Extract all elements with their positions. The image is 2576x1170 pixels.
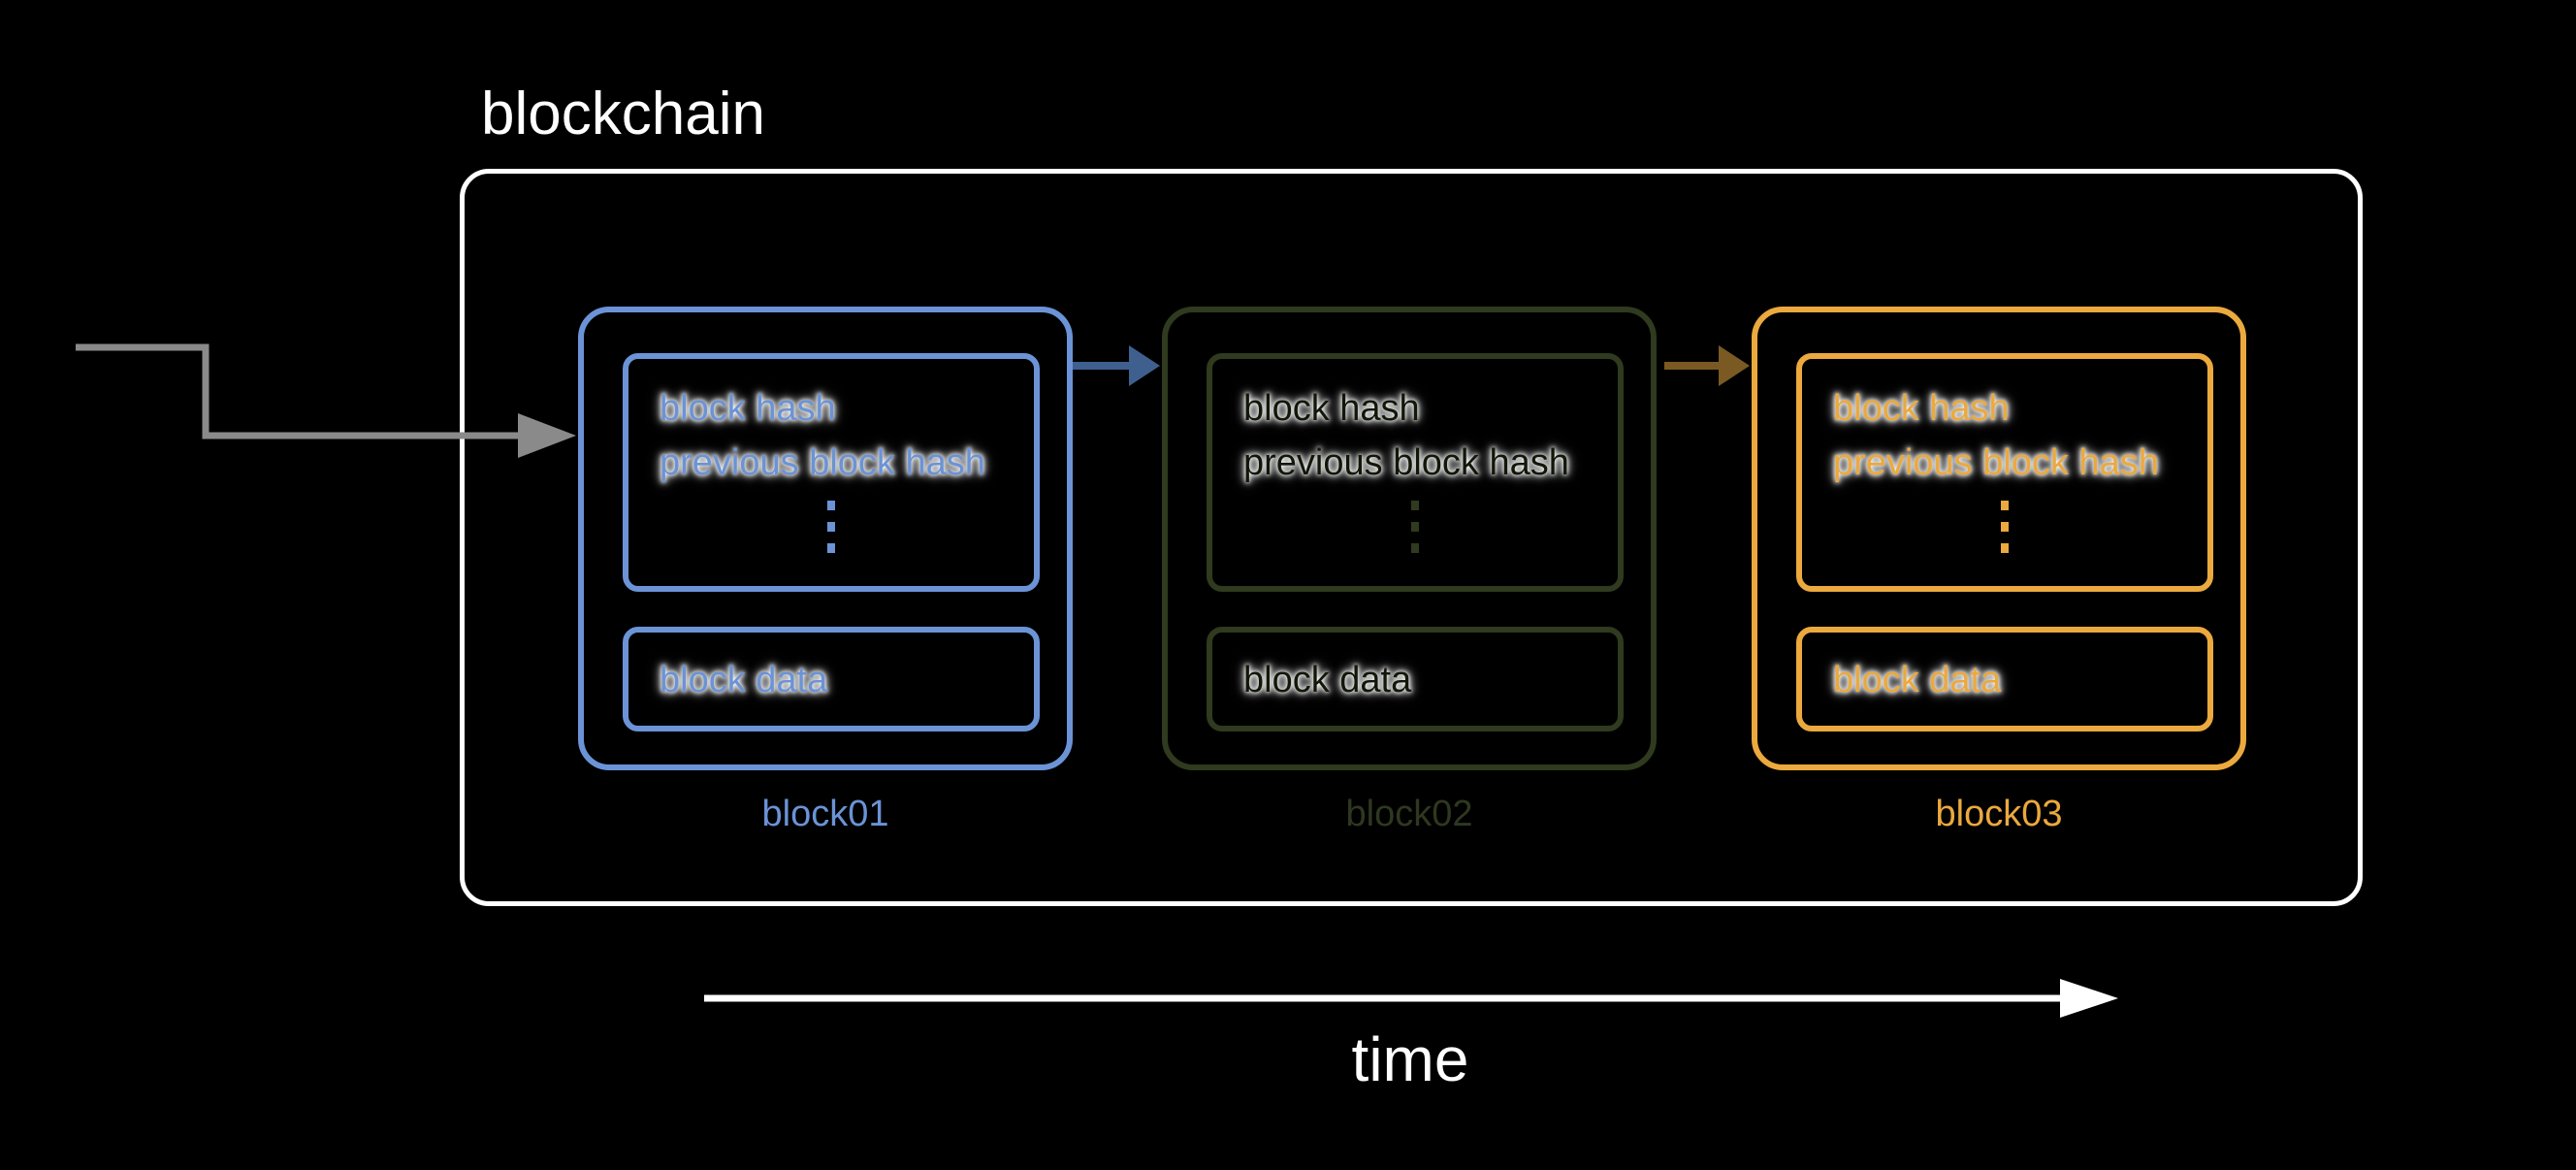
block-hash-text: block hash — [1243, 388, 1420, 429]
previous-block-hash-text: previous block hash — [660, 442, 985, 483]
blockchain-container — [460, 169, 2363, 906]
block-data-text: block data — [1243, 660, 1412, 700]
block-data-box: block data — [623, 627, 1040, 731]
blockchain-title: blockchain — [481, 81, 765, 147]
block-hash-text: block hash — [1833, 388, 2010, 429]
previous-block-hash-text: previous block hash — [1833, 442, 2159, 483]
block-01: block hash previous block hash block dat… — [578, 307, 1073, 770]
vertical-ellipsis-icon — [1212, 501, 1618, 559]
block-data-text: block data — [1833, 660, 2002, 700]
block-03: block hash previous block hash block dat… — [1752, 307, 2246, 770]
entry-arrow-icon — [76, 343, 576, 458]
vertical-ellipsis-icon — [628, 501, 1034, 559]
block-header: block hash previous block hash — [623, 353, 1040, 592]
block-02: block hash previous block hash block dat… — [1162, 307, 1657, 770]
block-hash-text: block hash — [660, 388, 836, 429]
block-data-box: block data — [1796, 627, 2213, 731]
block-data-text: block data — [660, 660, 828, 700]
block-header: block hash previous block hash — [1207, 353, 1624, 592]
block-label: block03 — [1935, 794, 2063, 834]
block-header: block hash previous block hash — [1796, 353, 2213, 592]
previous-block-hash-text: previous block hash — [1243, 442, 1569, 483]
time-arrow-icon — [704, 979, 2118, 1018]
link-arrow-icon — [1664, 345, 1750, 386]
vertical-ellipsis-icon — [1802, 501, 2207, 559]
block-label: block01 — [761, 794, 889, 834]
time-axis-label: time — [1351, 1024, 1469, 1094]
block-data-box: block data — [1207, 627, 1624, 731]
link-arrow-icon — [1073, 345, 1160, 386]
block-label: block02 — [1345, 794, 1473, 834]
